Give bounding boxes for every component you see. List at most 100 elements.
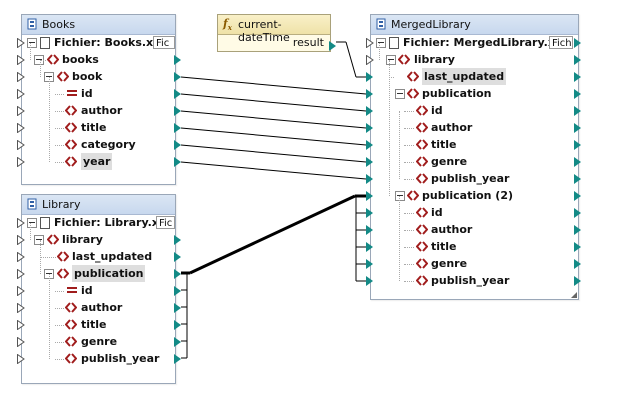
node-label[interactable]: genre	[431, 155, 468, 168]
input-connector[interactable]	[17, 337, 25, 347]
input-connector[interactable]	[366, 106, 374, 116]
output-connector[interactable]	[574, 38, 581, 48]
node-label[interactable]: author	[81, 301, 123, 314]
books-header[interactable]: Books	[22, 15, 175, 35]
node-label[interactable]: genre	[431, 257, 468, 270]
output-connector[interactable]	[174, 157, 181, 167]
output-connector[interactable]	[174, 286, 181, 296]
output-connector[interactable]	[574, 259, 581, 269]
collapse-toggle[interactable]	[27, 38, 37, 48]
node-label[interactable]: id	[431, 104, 443, 117]
output-connector[interactable]	[574, 191, 581, 201]
input-connector[interactable]	[17, 89, 25, 99]
output-connector[interactable]	[174, 72, 181, 82]
node-label[interactable]: last_updated	[72, 250, 153, 263]
output-connector[interactable]	[174, 55, 181, 65]
node-label[interactable]: title	[81, 318, 107, 331]
function-header[interactable]: fx current-dateTime	[218, 15, 330, 44]
node-label[interactable]: books	[62, 53, 99, 66]
node-label[interactable]: genre	[81, 335, 118, 348]
output-connector[interactable]	[574, 157, 581, 167]
input-connector[interactable]	[17, 303, 25, 313]
node-label[interactable]: title	[81, 121, 107, 134]
connection-line[interactable]	[180, 144, 367, 163]
node-label[interactable]: publish_year	[431, 172, 510, 185]
input-connector[interactable]	[17, 72, 25, 82]
node-label[interactable]: author	[431, 121, 473, 134]
input-connector[interactable]	[17, 218, 25, 228]
node-label[interactable]: library	[62, 233, 103, 246]
current-datetime-function[interactable]: fx current-dateTime result	[217, 14, 331, 52]
output-connector[interactable]	[574, 123, 581, 133]
input-connector[interactable]	[366, 140, 374, 150]
collapse-toggle[interactable]	[395, 89, 405, 99]
input-connector[interactable]	[17, 252, 25, 262]
input-connector[interactable]	[366, 259, 374, 269]
connection-line[interactable]	[180, 127, 367, 146]
output-connector[interactable]	[174, 320, 181, 330]
input-connector[interactable]	[366, 174, 374, 184]
node-label[interactable]: year	[81, 153, 113, 170]
output-connector[interactable]	[174, 252, 181, 262]
input-connector[interactable]	[366, 191, 374, 201]
node-label[interactable]: category	[81, 138, 136, 151]
input-connector[interactable]	[366, 208, 374, 218]
node-label[interactable]: id	[81, 284, 93, 297]
node-label[interactable]: publication	[422, 87, 492, 100]
file-dropdown[interactable]: Fich	[549, 36, 573, 49]
connection-line[interactable]	[180, 76, 367, 95]
connection-line[interactable]	[189, 194, 356, 275]
output-connector[interactable]	[574, 225, 581, 235]
input-connector[interactable]	[17, 235, 25, 245]
input-connector[interactable]	[366, 225, 374, 235]
node-label[interactable]: last_updated	[422, 68, 507, 85]
input-connector[interactable]	[366, 89, 374, 99]
node-label[interactable]: publish_year	[81, 352, 160, 365]
connection-line[interactable]	[180, 110, 367, 129]
mergedlibrary-component[interactable]: MergedLibrary	[370, 14, 579, 300]
mergedlibrary-header[interactable]: MergedLibrary	[371, 15, 578, 35]
node-label[interactable]: title	[431, 240, 457, 253]
input-connector[interactable]	[366, 276, 374, 286]
connection-line[interactable]	[180, 161, 367, 180]
input-connector[interactable]	[17, 123, 25, 133]
output-connector[interactable]	[174, 106, 181, 116]
input-connector[interactable]	[17, 38, 25, 48]
input-connector[interactable]	[17, 140, 25, 150]
file-path-label[interactable]: Fichier: Library.xml	[54, 216, 175, 229]
output-connector[interactable]	[574, 72, 581, 82]
connection-line[interactable]	[180, 93, 367, 112]
output-connector[interactable]	[329, 41, 336, 51]
output-connector[interactable]	[574, 55, 581, 65]
input-connector[interactable]	[366, 123, 374, 133]
node-label[interactable]: publish_year	[431, 274, 510, 287]
collapse-toggle[interactable]	[376, 38, 386, 48]
node-label[interactable]: library	[414, 53, 455, 66]
node-label[interactable]: id	[81, 87, 93, 100]
collapse-toggle[interactable]	[27, 218, 37, 228]
node-label[interactable]: author	[81, 104, 123, 117]
input-connector[interactable]	[366, 72, 374, 82]
node-label[interactable]: title	[431, 138, 457, 151]
node-label[interactable]: publication	[72, 265, 146, 282]
input-connector[interactable]	[17, 106, 25, 116]
file-path-label[interactable]: Fichier: Books.xml	[54, 36, 169, 49]
node-label[interactable]: publication (2)	[422, 189, 514, 202]
output-connector[interactable]	[574, 89, 581, 99]
input-connector[interactable]	[17, 157, 25, 167]
connection-line[interactable]	[345, 41, 357, 78]
file-path-label[interactable]: Fichier: MergedLibrary.xml	[403, 36, 571, 49]
input-connector[interactable]	[17, 55, 25, 65]
library-header[interactable]: Library	[22, 195, 175, 215]
output-connector[interactable]	[574, 140, 581, 150]
resize-grip-icon[interactable]	[571, 292, 577, 298]
output-connector[interactable]	[174, 235, 181, 245]
output-connector[interactable]	[174, 303, 181, 313]
input-connector[interactable]	[366, 38, 374, 48]
output-connector[interactable]	[574, 208, 581, 218]
file-dropdown[interactable]: Fic	[153, 36, 175, 49]
input-connector[interactable]	[366, 242, 374, 252]
output-connector[interactable]	[174, 89, 181, 99]
output-connector[interactable]	[174, 269, 181, 279]
input-connector[interactable]	[17, 320, 25, 330]
